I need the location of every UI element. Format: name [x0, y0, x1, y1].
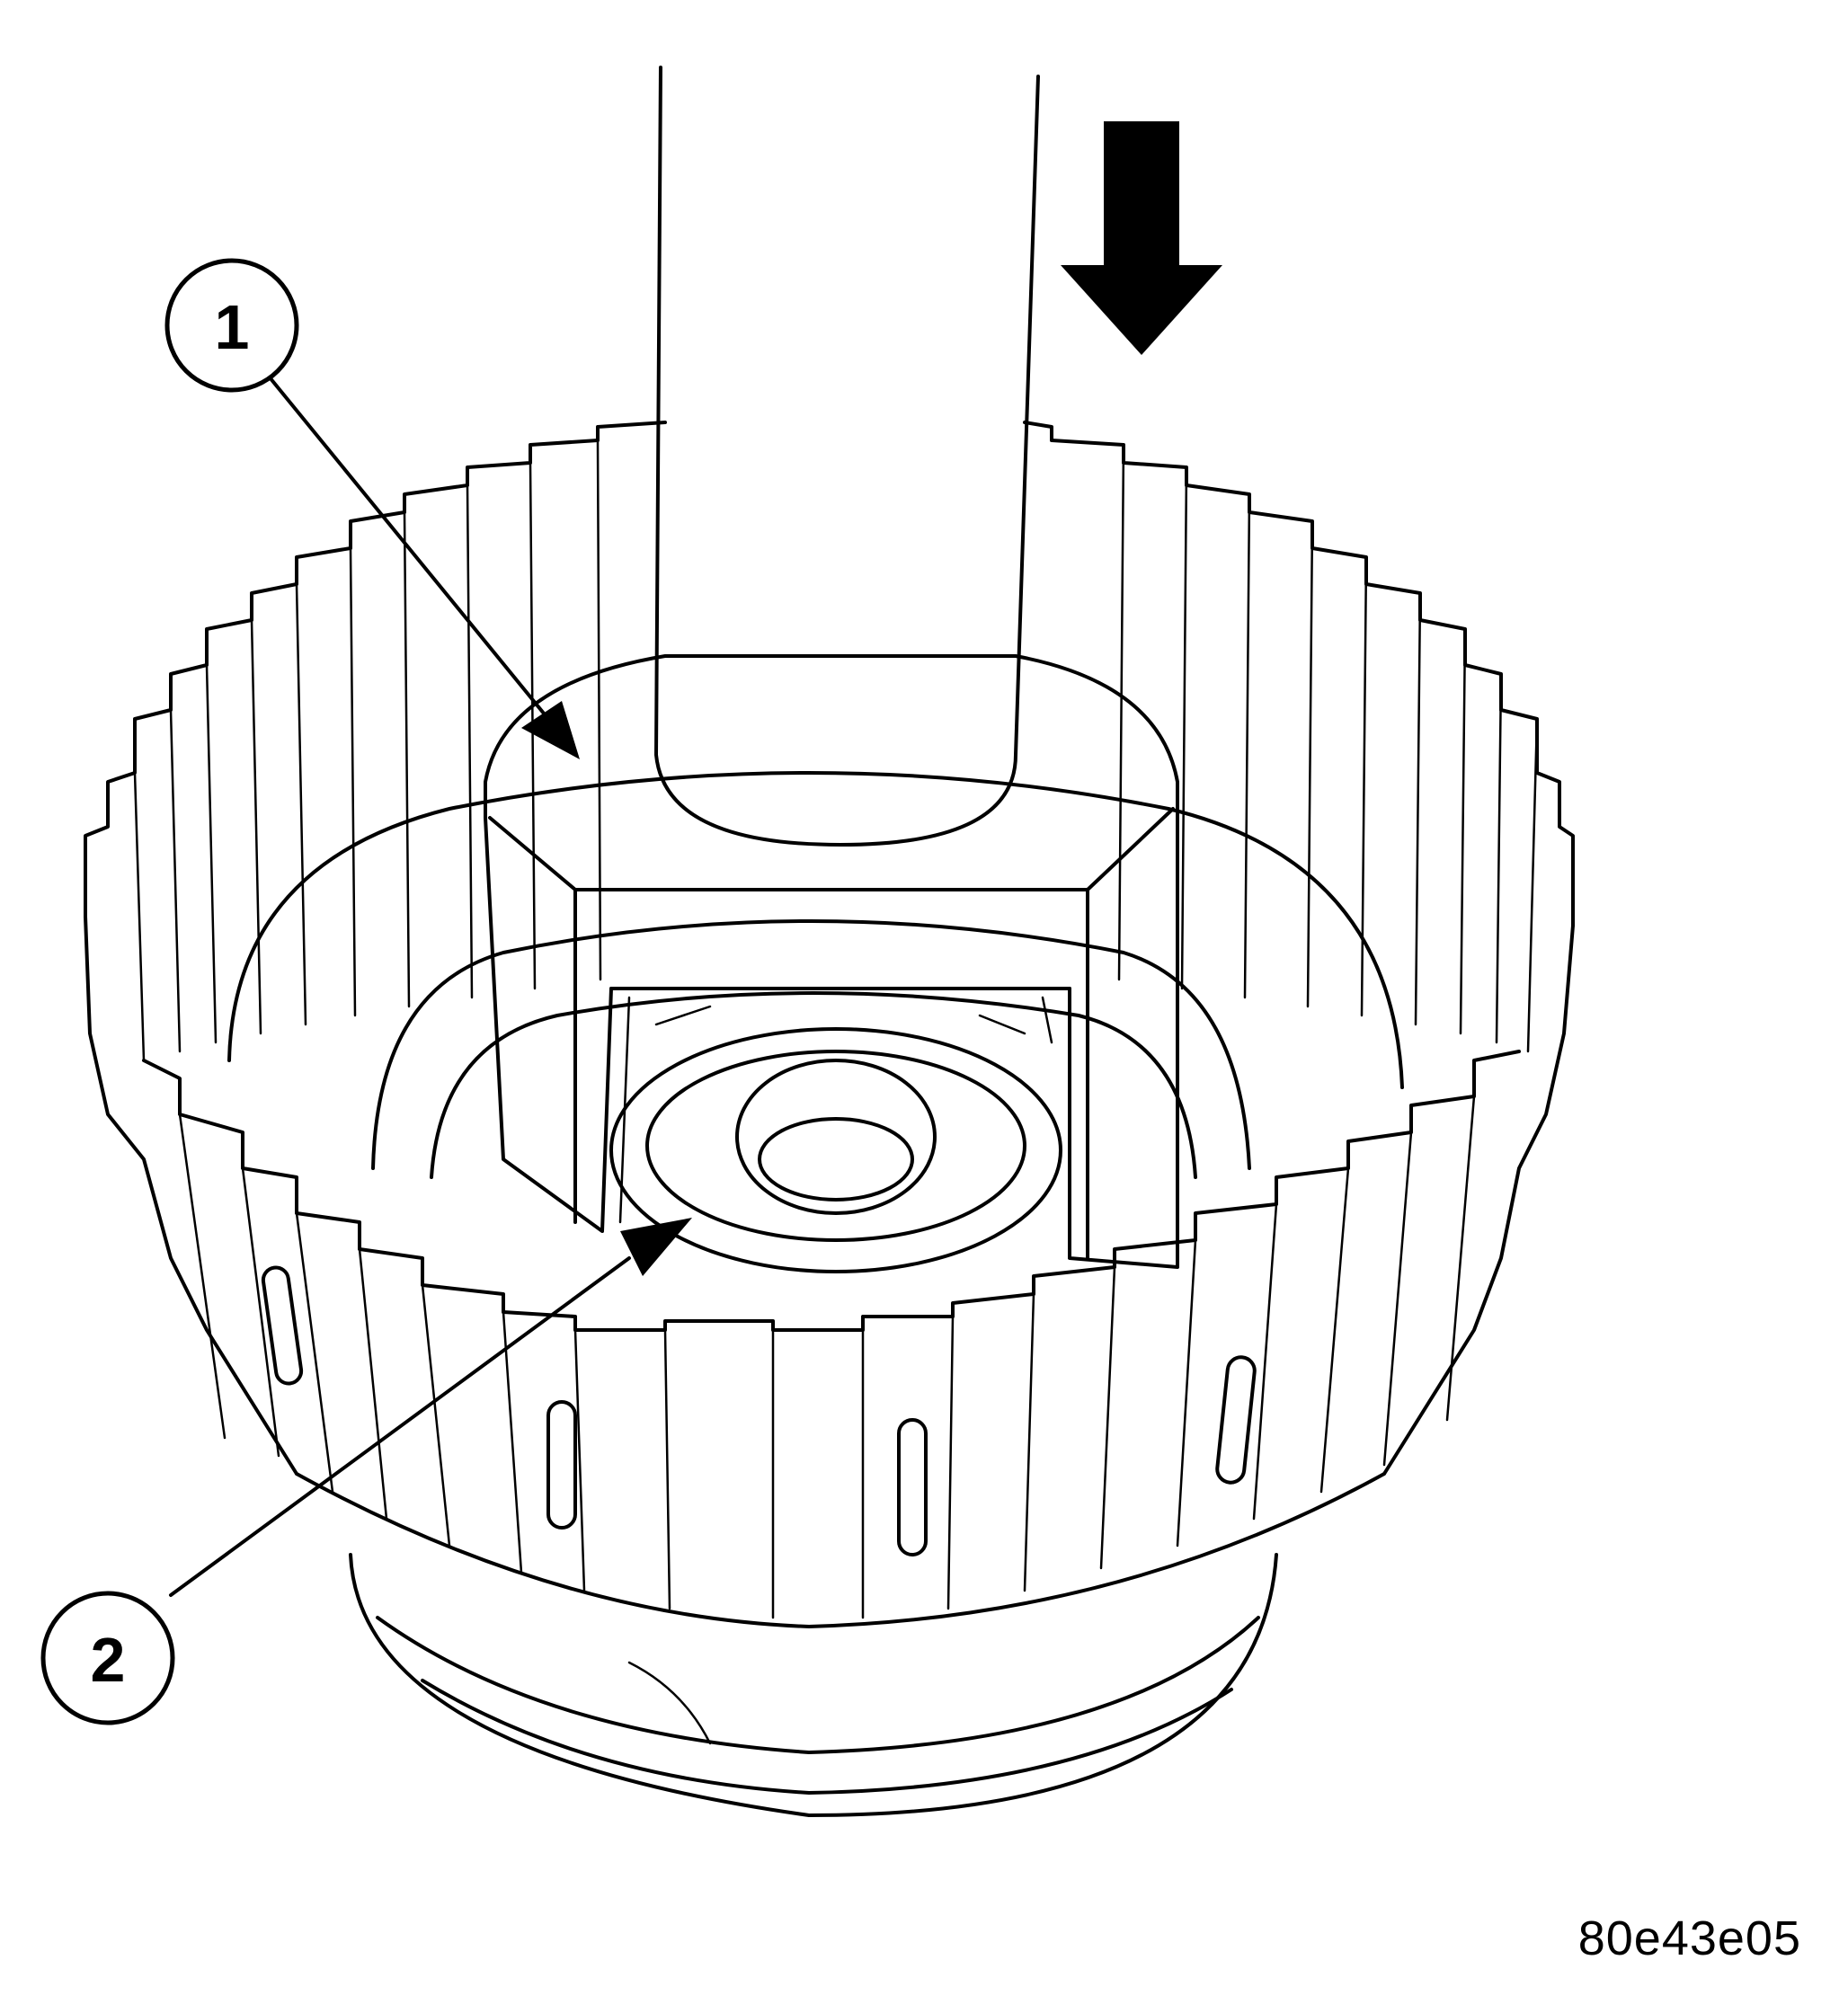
callout-2: 2	[40, 1591, 175, 1725]
callout-1-label: 1	[215, 292, 250, 362]
arrow-down-icon	[1061, 121, 1222, 355]
leader-lines	[169, 376, 692, 1597]
housing-base	[349, 1553, 1278, 1817]
arrowhead-1	[521, 701, 580, 759]
callout-1: 1	[164, 258, 299, 393]
figure-id: 80e43e05	[1577, 1911, 1801, 1965]
piston-retainer	[227, 771, 1404, 1273]
arrowhead-2	[620, 1218, 692, 1276]
clutch-drum	[84, 421, 1575, 1628]
callout-2-label: 2	[91, 1625, 126, 1695]
compressor-tool	[484, 66, 1179, 1269]
